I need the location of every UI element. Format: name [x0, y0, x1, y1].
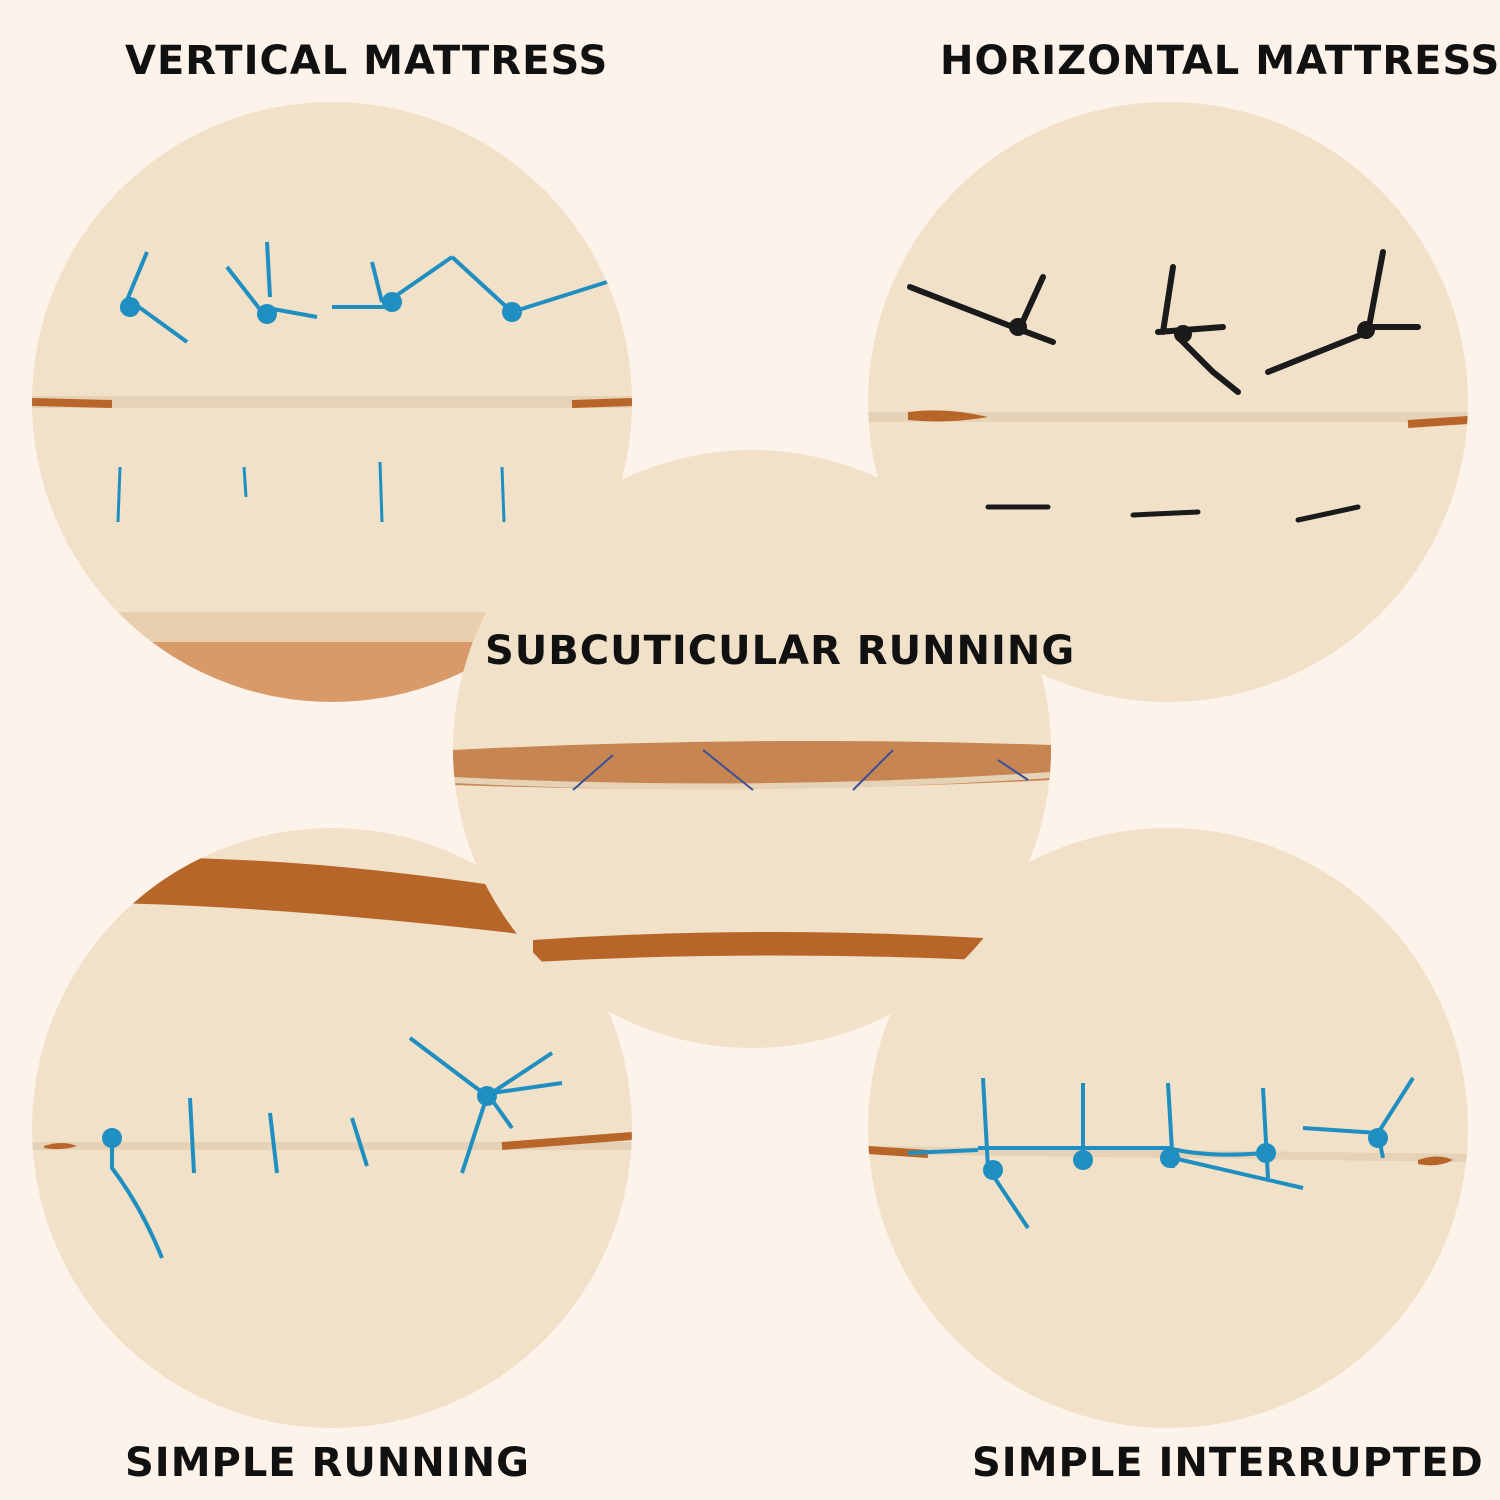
label-simple-running: SIMPLE RUNNING	[125, 1440, 530, 1486]
label-vertical-mattress: VERTICAL MATTRESS	[125, 38, 609, 84]
subcuticular-running-photo	[453, 450, 1051, 1048]
label-horizontal-mattress: HORIZONTAL MATTRESS	[940, 38, 1500, 84]
label-subcuticular-running: SUBCUTICULAR RUNNING	[485, 628, 1076, 674]
label-simple-interrupted: SIMPLE INTERRUPTED	[972, 1440, 1484, 1486]
